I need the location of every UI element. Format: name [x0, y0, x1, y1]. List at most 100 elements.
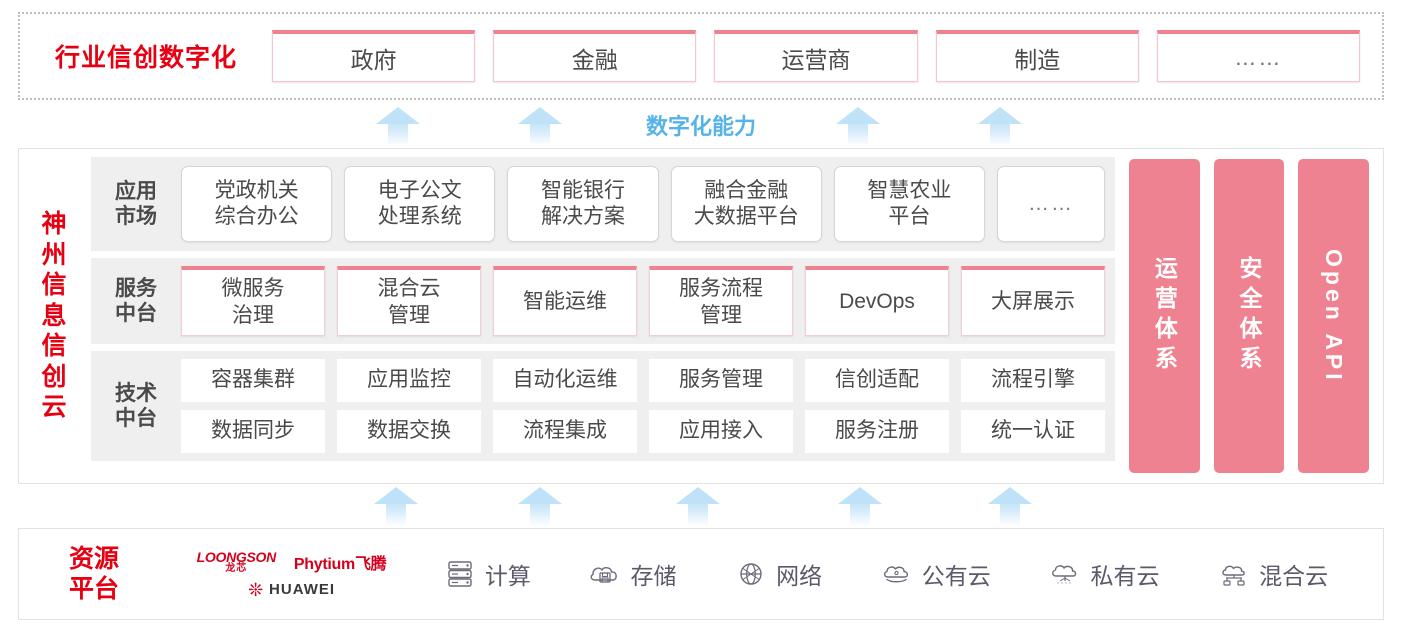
tech-card-service-registry[interactable]: 服务注册: [805, 410, 949, 453]
resource-arrow-strip: [0, 486, 1402, 526]
tech-card-app-access[interactable]: 应用接入: [649, 410, 793, 453]
svc-card-microservice-governance[interactable]: 微服务 治理: [181, 266, 325, 336]
server-icon: [448, 561, 472, 587]
resource-platform-title: 资源 平台: [68, 544, 119, 604]
industry-card-operator[interactable]: 运营商: [714, 30, 918, 82]
service-platform-cards: 微服务 治理 混合云 管理 智能运维 服务流程: [181, 266, 1105, 336]
resource-item-list: 计算 存储 网络: [414, 557, 1383, 591]
app-card-smart-bank[interactable]: 智能银行 解决方案: [507, 166, 659, 242]
technical-platform-row-1: 容器集群 应用监控 自动化运维 服务管理 信创适配 流程引擎: [181, 359, 1105, 402]
capability-label: 数字化能力: [645, 114, 756, 139]
up-arrow-icon: [374, 487, 418, 526]
row-label-application-market: 应用 市场: [115, 179, 157, 228]
resource-item-network[interactable]: 网络: [734, 557, 822, 591]
tech-card-data-exchange[interactable]: 数据交换: [337, 410, 481, 453]
cloud-rows: 应用 市场 党政机关 综合办公 电子公文 处理系统: [89, 149, 1121, 483]
network-globe-icon: [740, 563, 762, 585]
up-arrow-icon: [676, 487, 720, 526]
resource-item-private-cloud[interactable]: 私有云: [1048, 557, 1159, 591]
loongson-logo: LOONGSON 龙芯: [196, 548, 277, 574]
cloud-title-char: 息: [41, 301, 67, 330]
cloud-title-char: 云: [41, 393, 67, 422]
resource-item-public-cloud[interactable]: 公有云: [880, 557, 991, 591]
row-label-service-platform: 服务 中台: [115, 276, 157, 325]
industry-card-more[interactable]: ……: [1156, 30, 1361, 82]
public-cloud-icon: [883, 566, 908, 583]
application-market-cards: 党政机关 综合办公 电子公文 处理系统 智能银行 解决方案: [181, 166, 1106, 242]
row-label-technical-platform: 技术 中台: [115, 381, 157, 430]
app-card-finance-bigdata[interactable]: 融合金融 大数据平台: [670, 166, 822, 242]
industry-card-government[interactable]: 政府: [272, 30, 476, 82]
up-arrow-icon: [838, 487, 882, 526]
resource-item-storage[interactable]: 存储: [588, 557, 676, 591]
vendor-logo-row-2: ❊ HUAWEI: [248, 581, 335, 599]
cloud-platform-title: 神 州 信 息 信 创 云: [19, 149, 89, 483]
industry-band: 行业信创数字化 政府 金融 运营商 制造 ……: [18, 12, 1384, 100]
row-application-market: 应用 市场 党政机关 综合办公 电子公文 处理系统: [91, 157, 1115, 251]
vertical-panel-open-api-label: Open API: [1321, 248, 1348, 384]
tech-card-container-cluster[interactable]: 容器集群: [181, 359, 325, 402]
huawei-logo: ❊ HUAWEI: [248, 581, 335, 599]
hybrid-cloud-icon: [1222, 565, 1245, 586]
up-arrow-icon: [376, 107, 420, 146]
vertical-panel-operations[interactable]: 运营体系: [1129, 159, 1200, 473]
up-arrow-icon: [518, 107, 562, 146]
resource-item-hybrid-cloud-label: 混合云: [1259, 563, 1329, 589]
vendor-logo-row-1: LOONGSON 龙芯 Phytium飞腾: [197, 550, 387, 574]
tech-card-process-integration[interactable]: 流程集成: [493, 410, 637, 453]
industry-card-list: 政府 金融 运营商 制造 ……: [272, 30, 1382, 82]
cloud-title-char: 信: [41, 271, 67, 300]
cloud-platform-box: 神 州 信 息 信 创 云 应用 市场 党政机关 综合办公: [18, 148, 1384, 484]
tech-card-unified-auth[interactable]: 统一认证: [961, 410, 1105, 453]
vendor-logo-group: LOONGSON 龙芯 Phytium飞腾 ❊ HUAWEI: [169, 550, 414, 599]
svc-card-service-process-management[interactable]: 服务流程 管理: [649, 266, 793, 336]
tech-card-process-engine[interactable]: 流程引擎: [961, 359, 1105, 402]
app-card-edoc-system[interactable]: 电子公文 处理系统: [344, 166, 496, 242]
loongson-logo-text: LOONGSON: [196, 548, 277, 565]
technical-platform-row-2: 数据同步 数据交换 流程集成 应用接入 服务注册 统一认证: [181, 410, 1105, 453]
loongson-logo-cn: 龙芯: [225, 562, 248, 574]
phytium-logo: Phytium飞腾: [293, 555, 387, 573]
resource-item-public-cloud-label: 公有云: [921, 563, 991, 589]
tech-card-automated-ops[interactable]: 自动化运维: [493, 359, 637, 402]
app-card-government-office[interactable]: 党政机关 综合办公: [181, 166, 333, 242]
tech-card-service-management[interactable]: 服务管理: [649, 359, 793, 402]
cloud-title-char: 州: [41, 240, 67, 269]
tech-card-xinchuang-adaptation[interactable]: 信创适配: [805, 359, 949, 402]
cloud-title-char: 神: [41, 210, 67, 239]
resource-item-compute-label: 计算: [484, 563, 531, 589]
resource-platform-band: 资源 平台 LOONGSON 龙芯 Phytium飞腾 ❊ HUAWEI: [18, 528, 1384, 620]
resource-item-hybrid-cloud[interactable]: 混合云: [1217, 557, 1328, 591]
resource-item-network-label: 网络: [776, 563, 823, 589]
app-card-smart-agriculture[interactable]: 智慧农业 平台: [833, 166, 986, 242]
svc-card-hybrid-cloud-management[interactable]: 混合云 管理: [337, 266, 481, 336]
up-arrow-icon: [988, 487, 1032, 526]
up-arrow-icon: [836, 107, 880, 146]
resource-item-storage-label: 存储: [630, 563, 677, 589]
row-technical-platform: 技术 中台 容器集群 应用监控 自动化运维 服务管理 信创适配 流程引擎 数据同…: [91, 351, 1115, 461]
resource-item-private-cloud-label: 私有云: [1090, 563, 1160, 589]
cloud-storage-icon: [591, 567, 618, 583]
cloud-title-char: 创: [41, 362, 67, 391]
svc-card-devops[interactable]: DevOps: [805, 266, 949, 336]
resource-item-compute[interactable]: 计算: [443, 557, 531, 591]
industry-card-manufacturing[interactable]: 制造: [935, 30, 1139, 82]
svc-card-intelligent-ops[interactable]: 智能运维: [493, 266, 637, 336]
huawei-flower-icon: ❊: [247, 579, 264, 600]
industry-card-finance[interactable]: 金融: [493, 30, 697, 82]
tech-card-data-sync[interactable]: 数据同步: [181, 410, 325, 453]
svc-card-large-screen-display[interactable]: 大屏展示: [961, 266, 1105, 336]
technical-platform-grid: 容器集群 应用监控 自动化运维 服务管理 信创适配 流程引擎 数据同步 数据交换…: [181, 359, 1105, 453]
row-service-platform: 服务 中台 微服务 治理 混合云 管理: [91, 258, 1115, 344]
vertical-panel-group: 运营体系 安全体系 Open API: [1121, 149, 1383, 483]
cloud-title-char: 信: [41, 332, 67, 361]
tech-card-app-monitoring[interactable]: 应用监控: [337, 359, 481, 402]
private-cloud-icon: [1052, 565, 1077, 584]
vertical-panel-security[interactable]: 安全体系: [1213, 159, 1285, 473]
huawei-logo-text: HUAWEI: [269, 581, 336, 598]
industry-band-title: 行业信创数字化: [54, 44, 237, 72]
capability-arrow-strip: 数字化能力: [0, 104, 1402, 146]
app-card-more[interactable]: ……: [997, 166, 1106, 242]
vertical-panel-open-api[interactable]: Open API: [1298, 159, 1370, 473]
